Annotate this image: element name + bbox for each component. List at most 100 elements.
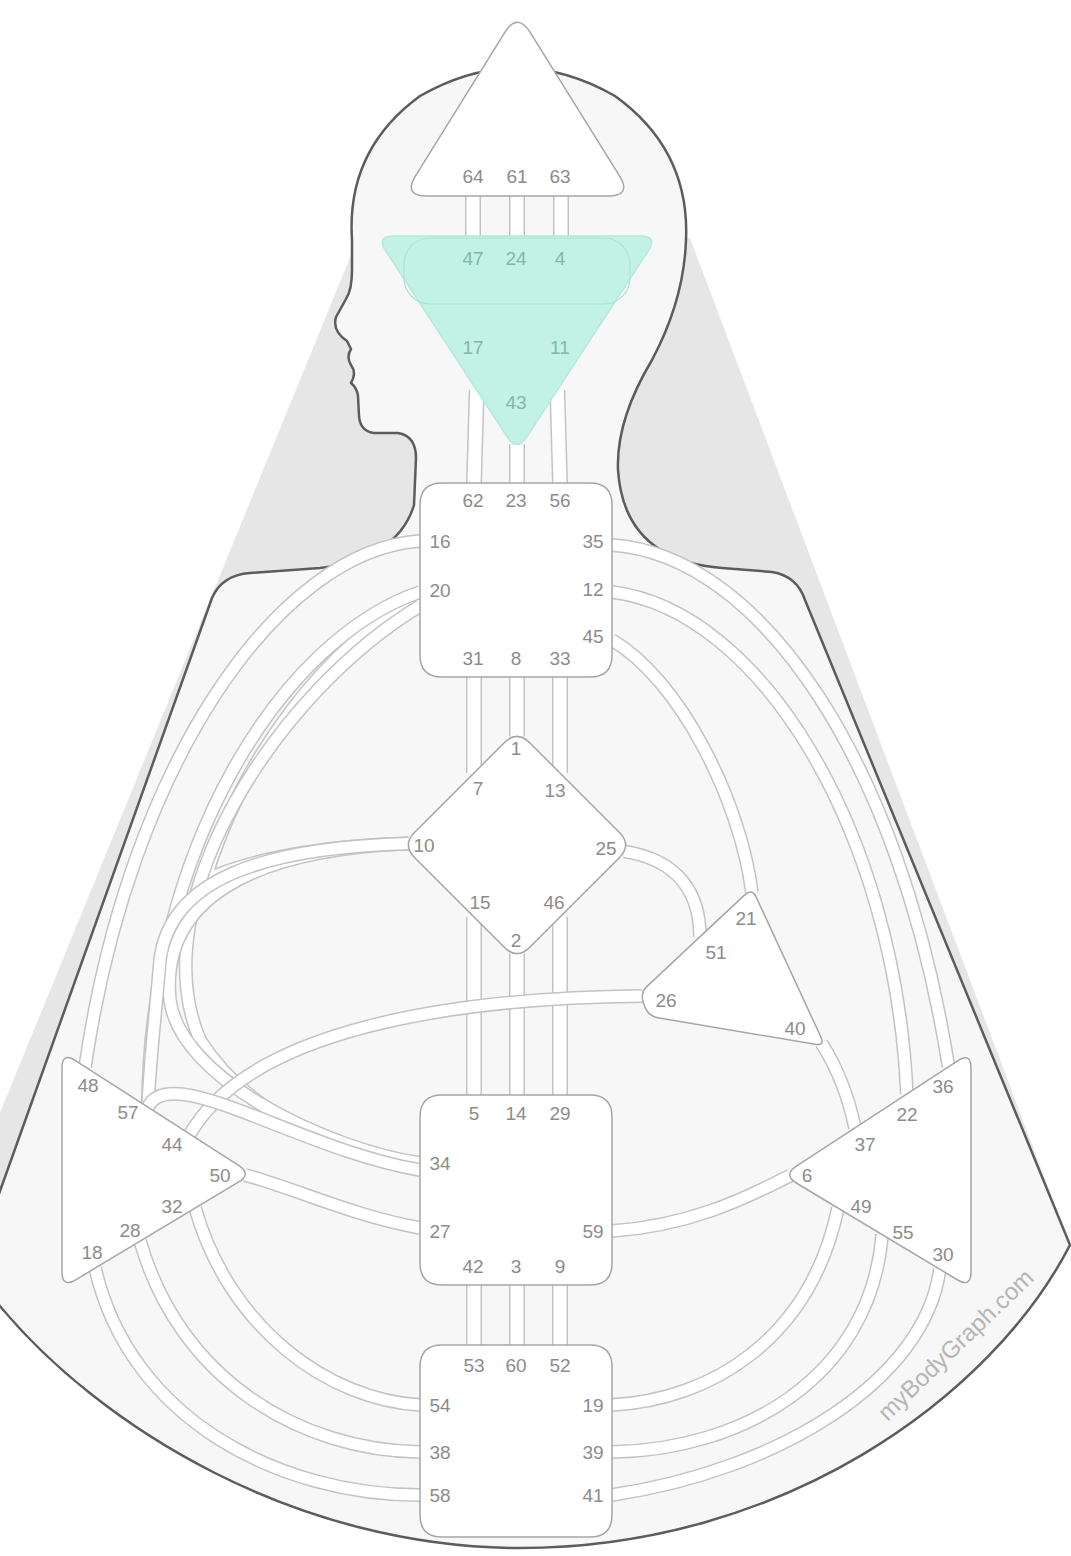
center-shape bbox=[411, 22, 623, 196]
gate-number: 58 bbox=[429, 1486, 450, 1505]
gate-number: 13 bbox=[544, 781, 565, 800]
channel-outline bbox=[822, 1043, 856, 1128]
channel bbox=[557, 390, 560, 483]
gate-number: 53 bbox=[463, 1356, 484, 1375]
gate-number: 21 bbox=[735, 909, 756, 928]
gate-number: 20 bbox=[429, 581, 450, 600]
gate-number: 64 bbox=[462, 167, 483, 186]
gate-number: 1 bbox=[511, 739, 522, 758]
center: 48574450322818 bbox=[62, 1052, 252, 1288]
gate-number: 19 bbox=[582, 1396, 603, 1415]
center-shape bbox=[62, 1058, 245, 1283]
gate-number: 48 bbox=[77, 1076, 98, 1095]
channel-fill bbox=[554, 1285, 567, 1345]
channel-outline bbox=[624, 851, 700, 937]
gate-number: 37 bbox=[854, 1135, 875, 1154]
gate-number: 62 bbox=[462, 491, 483, 510]
channel-fill bbox=[612, 592, 907, 1094]
channel bbox=[612, 1235, 882, 1452]
channel-outline bbox=[509, 196, 525, 236]
gate-number: 43 bbox=[505, 393, 526, 412]
channel-outline bbox=[612, 1176, 790, 1231]
gate-number: 41 bbox=[582, 1486, 603, 1505]
gate-number: 27 bbox=[429, 1222, 450, 1241]
channel bbox=[561, 196, 562, 236]
gate-number: 47 bbox=[462, 249, 483, 268]
gate-number: 57 bbox=[117, 1103, 138, 1122]
gate-number: 22 bbox=[896, 1105, 917, 1124]
center: 64 61 63 bbox=[403, 12, 632, 196]
watermark: myBodyGraph.com bbox=[873, 1265, 1037, 1425]
channel-fill bbox=[557, 390, 560, 483]
channel-fill bbox=[95, 1268, 420, 1495]
gate-number: 12 bbox=[582, 580, 603, 599]
gate-number: 46 bbox=[543, 893, 564, 912]
gate-number: 4 bbox=[555, 249, 566, 268]
gate-number: 26 bbox=[655, 991, 676, 1010]
center-shape bbox=[420, 1095, 612, 1285]
channel-outline bbox=[612, 1269, 940, 1495]
channel-outline bbox=[552, 677, 568, 773]
gate-number: 25 bbox=[595, 839, 616, 858]
channel-outline bbox=[509, 1285, 525, 1345]
channel-outline bbox=[553, 196, 569, 236]
channel bbox=[560, 1285, 561, 1345]
gate-number: 50 bbox=[209, 1166, 230, 1185]
gate-number: 59 bbox=[582, 1222, 603, 1241]
channel-outline bbox=[466, 677, 482, 773]
center: 47244171143 bbox=[376, 236, 658, 452]
channel bbox=[517, 954, 518, 1095]
center: 622356163520124531833 bbox=[420, 483, 612, 677]
gate-number: 40 bbox=[784, 1019, 805, 1038]
gate-number: 30 bbox=[932, 1245, 953, 1264]
channel bbox=[517, 196, 518, 236]
channel-outline bbox=[465, 196, 481, 236]
center-shape bbox=[642, 892, 822, 1045]
channel-outline bbox=[148, 844, 409, 1108]
channel bbox=[560, 677, 561, 773]
gate-number: 28 bbox=[119, 1221, 140, 1240]
channel-outline bbox=[245, 1175, 420, 1228]
gate-number: 35 bbox=[582, 532, 603, 551]
channel bbox=[517, 677, 518, 736]
gate-number: 33 bbox=[549, 649, 570, 668]
gate-number: 61 bbox=[506, 167, 527, 186]
channel bbox=[612, 1208, 838, 1405]
channel-outline bbox=[557, 390, 560, 483]
channel-outline bbox=[509, 445, 525, 484]
center-shape bbox=[420, 483, 612, 677]
channel bbox=[148, 844, 409, 1108]
channel-outline bbox=[612, 1208, 838, 1405]
channel bbox=[624, 851, 700, 937]
gate-number: 38 bbox=[429, 1443, 450, 1462]
channel-fill bbox=[612, 1208, 838, 1405]
gate-number: 9 bbox=[555, 1257, 566, 1276]
channel-fill bbox=[554, 677, 567, 773]
gate-number: 5 bbox=[469, 1104, 480, 1123]
channel-fill bbox=[245, 1175, 420, 1228]
channel-outline bbox=[552, 1285, 568, 1345]
body-silhouette bbox=[0, 68, 1070, 1548]
gate-number: 49 bbox=[850, 1197, 871, 1216]
gate-number: 29 bbox=[549, 1104, 570, 1123]
channel-fill bbox=[467, 196, 480, 236]
channel-fill bbox=[612, 1269, 940, 1495]
channel-fill bbox=[511, 677, 524, 736]
channel bbox=[474, 1285, 475, 1345]
center: 3622376495530 bbox=[783, 1052, 971, 1288]
gate-number: 10 bbox=[413, 836, 434, 855]
channel-fill bbox=[612, 1176, 790, 1231]
channel-fill bbox=[468, 1285, 481, 1345]
channel bbox=[822, 1043, 856, 1128]
channel bbox=[474, 390, 477, 483]
channel-fill bbox=[612, 1235, 882, 1452]
channel-fill bbox=[555, 196, 568, 236]
gate-number: 63 bbox=[549, 167, 570, 186]
gate-number: 56 bbox=[549, 491, 570, 510]
gate-number: 36 bbox=[932, 1077, 953, 1096]
channel-fill bbox=[148, 844, 409, 1108]
gate-number: 23 bbox=[505, 491, 526, 510]
channel bbox=[473, 196, 474, 236]
gate-number: 45 bbox=[582, 627, 603, 646]
